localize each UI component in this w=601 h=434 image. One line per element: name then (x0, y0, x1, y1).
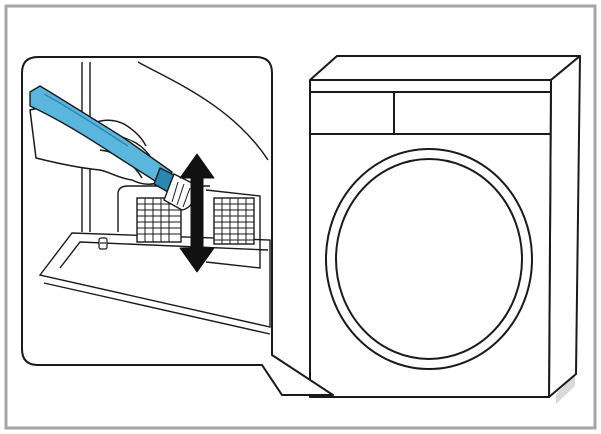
lint-filter-right (213, 197, 255, 245)
arrow-shaft (190, 175, 204, 249)
filter-grid-right (213, 197, 255, 245)
door-arc (137, 61, 269, 161)
arrow-head-down (179, 247, 215, 273)
filter-flap-inner (59, 241, 269, 269)
brush-handle-highlight (43, 93, 129, 147)
dryer-top (309, 55, 581, 81)
double-headed-vertical-arrow-icon (179, 153, 215, 273)
dryer (309, 55, 581, 404)
bristle-line (171, 181, 179, 203)
detail-callout (21, 56, 334, 396)
dryer-shadow (556, 374, 575, 404)
filter-housing (117, 185, 210, 232)
filter-flap-rim (43, 282, 271, 335)
filter-flap (38, 232, 271, 328)
latch-screw (98, 237, 108, 250)
brush-icon (29, 85, 196, 211)
bristle-line (182, 187, 191, 208)
callout-machine-front (38, 61, 271, 335)
dryer-side (548, 55, 581, 398)
lint-filter-left (136, 197, 182, 243)
bristle-line (176, 183, 185, 206)
filter-housing-right (205, 189, 261, 269)
dryer-door-inner (335, 158, 523, 360)
